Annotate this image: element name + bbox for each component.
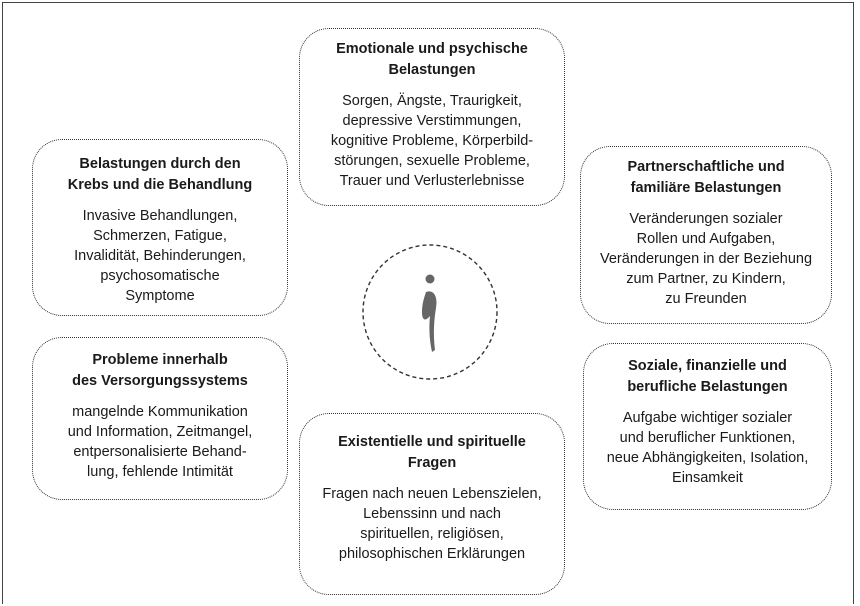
title-line: Emotionale und psychische	[336, 41, 528, 57]
body-line: psychosomatische	[100, 268, 220, 284]
title-line: Belastungen durch den	[79, 156, 241, 172]
title-line: Probleme innerhalb	[92, 352, 228, 368]
box-body: Aufgabe wichtiger sozialer und beruflich…	[584, 408, 831, 488]
title-line: Partnerschaftliche und	[627, 159, 785, 175]
title-line: Krebs und die Behandlung	[67, 177, 253, 193]
body-line: spirituellen, religiösen,	[360, 526, 504, 542]
body-line: Aufgabe wichtiger sozialer	[622, 410, 793, 426]
body-line: und Information, Zeitmangel,	[67, 424, 253, 440]
box-title: Existentielle und spirituelle Fragen	[300, 432, 564, 474]
body-line: Schmerzen, Fatigue,	[93, 228, 227, 244]
box-body: Veränderungen sozialer Rollen und Aufgab…	[581, 209, 831, 309]
box-emotional-stress: Emotionale und psychische Belastungen So…	[299, 28, 565, 206]
body-line: Sorgen, Ängste, Traurigkeit,	[342, 93, 522, 109]
box-title: Partnerschaftliche und familiäre Belastu…	[581, 157, 831, 199]
body-line: Invalidität, Behinderungen,	[74, 248, 246, 264]
title-line: Fragen	[407, 455, 457, 471]
title-line: berufliche Belastungen	[627, 379, 788, 395]
title-line: Soziale, finanzielle und	[628, 358, 787, 374]
box-title: Emotionale und psychische Belastungen	[300, 39, 564, 81]
center-circle	[362, 244, 498, 380]
body-line: Rollen und Aufgaben,	[636, 231, 776, 247]
body-line: zum Partner, zu Kindern,	[626, 271, 786, 287]
box-body: Invasive Behandlungen, Schmerzen, Fatigu…	[33, 206, 287, 306]
box-care-system-problems: Probleme innerhalb des Versorgungssystem…	[32, 337, 288, 500]
box-title: Soziale, finanzielle und berufliche Bela…	[584, 356, 831, 398]
body-line: störungen, sexuelle Probleme,	[334, 153, 530, 169]
title-line: Existentielle und spirituelle	[338, 434, 526, 450]
box-body: mangelnde Kommunikation und Information,…	[33, 402, 287, 482]
body-line: entpersonalisierte Behand-	[73, 444, 247, 460]
body-line: Veränderungen in der Beziehung	[599, 251, 813, 267]
body-line: Trauer und Verlusterlebnisse	[339, 173, 525, 189]
box-cancer-treatment-stress: Belastungen durch den Krebs und die Beha…	[32, 139, 288, 316]
box-social-financial-stress: Soziale, finanzielle und berufliche Bela…	[583, 343, 832, 510]
body-line: mangelnde Kommunikation	[72, 404, 248, 420]
body-line: Lebenssinn und nach	[363, 506, 501, 522]
body-line: Symptome	[125, 288, 195, 304]
body-line: Veränderungen sozialer	[629, 211, 783, 227]
body-line: philosophischen Erklärungen	[338, 546, 526, 562]
box-title: Belastungen durch den Krebs und die Beha…	[33, 154, 287, 196]
body-line: kognitive Probleme, Körperbild-	[330, 133, 534, 149]
body-line: lung, fehlende Intimität	[87, 464, 233, 480]
box-body: Sorgen, Ängste, Traurigkeit, depressive …	[300, 91, 564, 191]
body-line: und beruflicher Funktionen,	[619, 430, 796, 446]
title-line: familiäre Belastungen	[630, 180, 782, 196]
person-figure-icon	[422, 274, 437, 352]
body-line: zu Freunden	[665, 291, 747, 307]
body-line: neue Abhängigkeiten, Isolation,	[606, 450, 809, 466]
body-line: Invasive Behandlungen,	[82, 208, 238, 224]
box-body: Fragen nach neuen Lebenszielen, Lebenssi…	[300, 484, 564, 564]
body-line: depressive Verstimmungen,	[342, 113, 522, 129]
title-line: des Versorgungssystems	[72, 373, 248, 389]
body-line: Fragen nach neuen Lebenszielen,	[322, 486, 542, 502]
body-line: Einsamkeit	[672, 470, 743, 486]
title-line: Belastungen	[388, 62, 476, 78]
box-partner-family-stress: Partnerschaftliche und familiäre Belastu…	[580, 146, 832, 324]
box-existential-spiritual: Existentielle und spirituelle Fragen Fra…	[299, 413, 565, 595]
box-title: Probleme innerhalb des Versorgungssystem…	[33, 350, 287, 392]
